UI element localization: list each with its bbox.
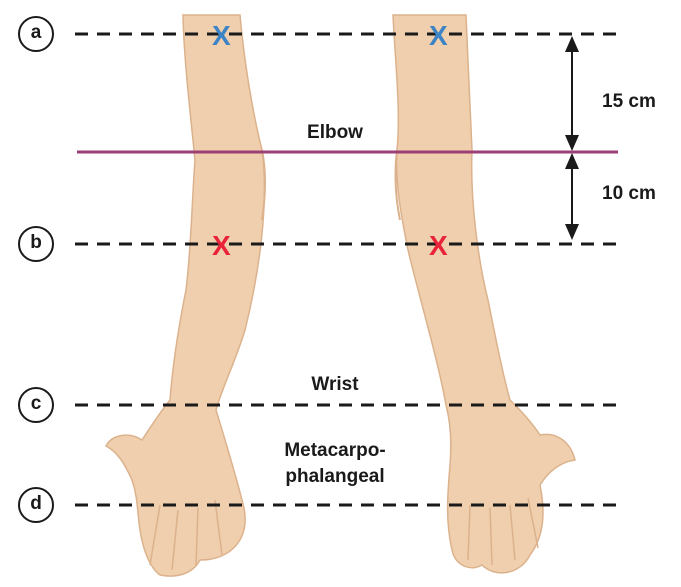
left-hand-finger-lines bbox=[149, 499, 223, 571]
left-arm-crease bbox=[261, 149, 267, 221]
elbow-label: Elbow bbox=[307, 122, 363, 143]
arrow-10cm bbox=[565, 153, 579, 240]
level-c-circle: c bbox=[18, 387, 54, 423]
distance-10cm-label: 10 cm bbox=[602, 183, 656, 204]
marker-b-right: X bbox=[429, 230, 448, 261]
level-d-label: d bbox=[30, 493, 42, 514]
mcp-label-line2: phalangeal bbox=[285, 466, 385, 487]
marker-a-right: X bbox=[429, 20, 448, 51]
mcp-label-line1: Metacarpo- bbox=[284, 440, 386, 461]
arrow-15cm bbox=[565, 36, 579, 151]
level-a-circle: a bbox=[18, 16, 54, 52]
level-a-label: a bbox=[30, 22, 42, 43]
right-arm-crease bbox=[394, 149, 401, 221]
left-arm bbox=[105, 14, 267, 577]
marker-a-left: X bbox=[212, 20, 231, 51]
left-arm-shape bbox=[105, 14, 266, 577]
right-hand-finger-lines bbox=[467, 497, 539, 566]
distance-15cm-label: 15 cm bbox=[602, 91, 656, 112]
right-arm-shape bbox=[392, 14, 576, 574]
right-arm bbox=[392, 14, 576, 574]
level-b-circle: b bbox=[18, 226, 54, 262]
level-b-label: b bbox=[30, 232, 42, 253]
level-d-circle: d bbox=[18, 487, 54, 523]
marker-b-left: X bbox=[212, 230, 231, 261]
level-c-label: c bbox=[30, 393, 42, 414]
wrist-label: Wrist bbox=[311, 374, 359, 395]
